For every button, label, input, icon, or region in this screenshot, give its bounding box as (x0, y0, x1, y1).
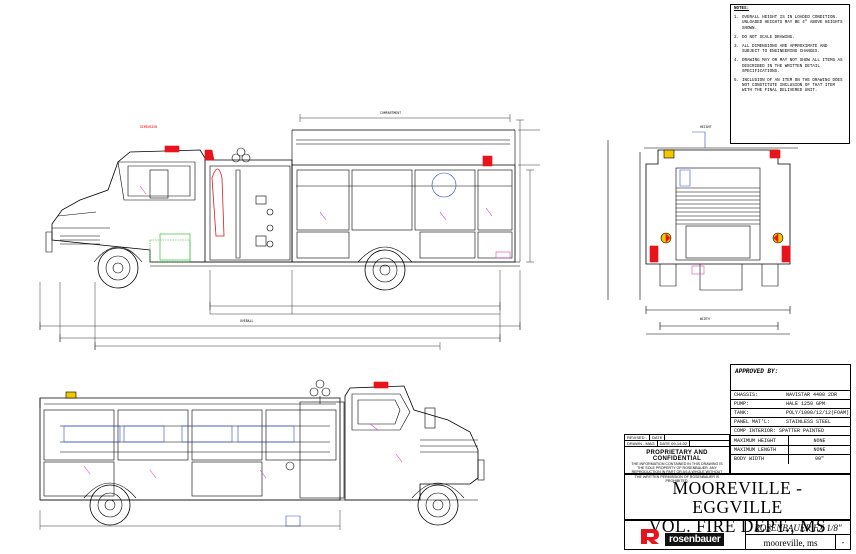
notes-box: NOTES: 1.OVERALL HEIGHT IS IN LOADED CON… (730, 4, 850, 144)
note-item: 1.OVERALL HEIGHT IS IN LOADED CONDITION.… (734, 16, 843, 31)
highlight-details-left (139, 145, 511, 263)
side-mirror-left (149, 169, 169, 199)
note-item: 4.DRAWING MAY OR MAY NOT SHOW ALL ITEMS … (734, 59, 843, 74)
model-block: ROSENBAUER FX 1/8" mooreville, ms - (746, 521, 850, 549)
tank-row: TANK:POLY/1000/12/12(FOAM) (731, 409, 850, 419)
note-item: 5.INCLUSION OF AN ITEM ON THE DRAWING DO… (734, 79, 843, 94)
rosenbauer-logo: rosenbauer (625, 521, 746, 549)
model-name: ROSENBAUER FX 1/8" (746, 521, 850, 535)
approved-by: APPROVED BY: (731, 365, 850, 391)
revised-line: REVISED -DATE (625, 435, 729, 441)
svg-text:HEIGHT: HEIGHT (700, 125, 712, 129)
spec-title-block: APPROVED BY: CHASSIS:NAVISTAR 4400 2DR P… (730, 364, 851, 474)
location-name: mooreville, ms (746, 535, 836, 549)
rear-view (607, 131, 798, 335)
proprietary-text: THE INFORMATION CONTAINED IN THIS DRAWIN… (631, 462, 723, 483)
department-line-1: MOOREVILLE - EGGVILLE (672, 478, 803, 517)
department-name: MOOREVILLE - EGGVILLE VOL. FIRE DEPT., M… (624, 474, 851, 536)
svg-text:OVERALL: OVERALL (240, 319, 253, 323)
pump-row: PUMP:HALE 1250 GPM (731, 400, 850, 410)
note-item: 2.DO NOT SCALE DRAWING. (734, 35, 795, 40)
interior-row: COMP INTERIOR: SPATTER PAINTED (731, 427, 850, 437)
panel-row: PANEL MAT'L:STAINLESS STEEL (731, 418, 850, 428)
note-item: 3.ALL DIMENSIONS ARE APPROXIMATE AND SUB… (734, 45, 828, 55)
svg-text:DIMENSION: DIMENSION (140, 125, 157, 129)
svg-text:WIDTH: WIDTH (700, 317, 710, 321)
notes-title: NOTES: (734, 7, 750, 11)
svg-text:COMPARTMENT: COMPARTMENT (380, 111, 401, 115)
side-view-right (39, 379, 485, 530)
dimension-lines-left (39, 114, 540, 350)
department-line-2: VOL. FIRE DEPT., MS (648, 516, 827, 536)
sheet-number: - (841, 537, 845, 547)
dimension-markers: DIMENSION COMPARTMENT OVERALL HEIGHT WID… (140, 111, 712, 323)
footer-block: rosenbauer ROSENBAUER FX 1/8" mooreville… (624, 520, 851, 550)
proprietary-heading: PROPRIETARY AND CONFIDENTIAL (646, 450, 708, 462)
rosenbauer-r-icon (641, 529, 659, 544)
side-view-left (45, 129, 520, 291)
chassis-row: CHASSIS:NAVISTAR 4400 2DR (731, 391, 850, 401)
brand-wordmark: rosenbauer (665, 533, 725, 546)
